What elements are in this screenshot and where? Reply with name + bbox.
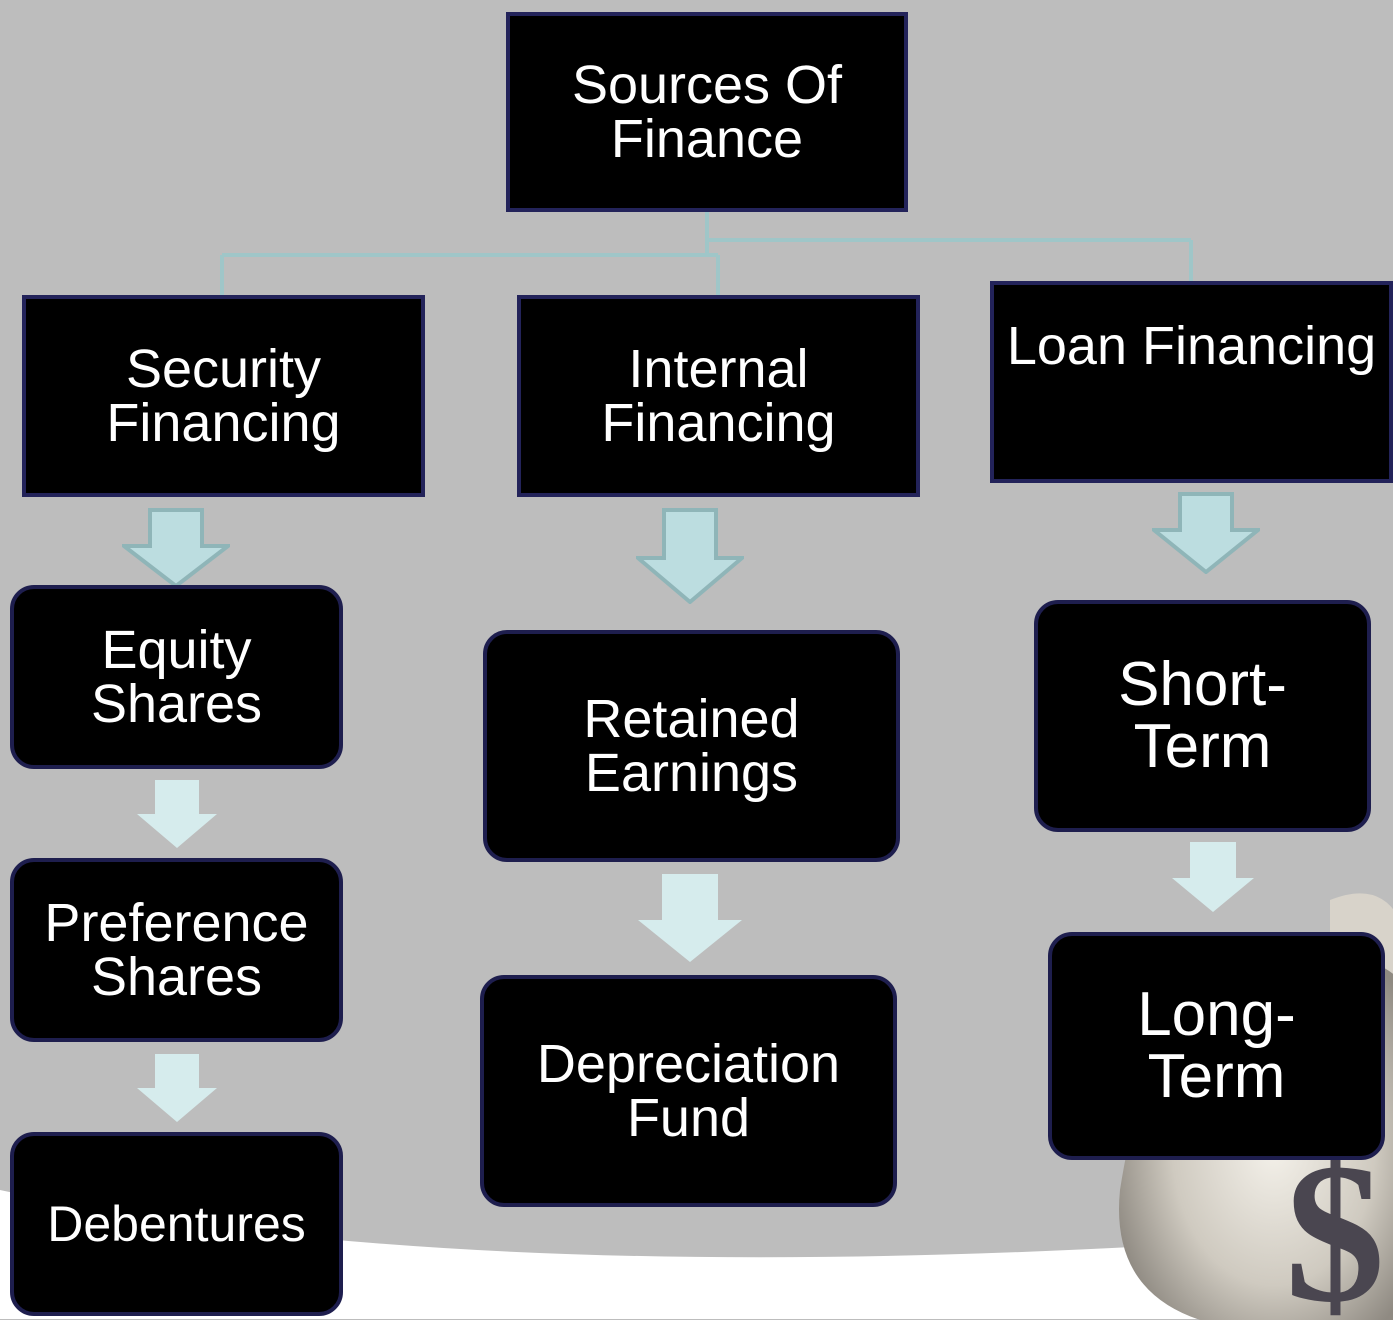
node-label-line2: Fund [626, 1088, 751, 1148]
category-label-line1: Security [125, 339, 322, 399]
category-security-financing: Security Financing [22, 295, 425, 497]
node-label-line2: Term [1133, 712, 1272, 781]
arrow-down-short-to-long [1172, 842, 1254, 912]
node-short-term: Short- Term [1034, 600, 1371, 832]
arrow-down-equity-to-preference [137, 780, 217, 848]
arrow-down-security [122, 508, 230, 588]
node-label-line2: Term [1147, 1042, 1286, 1111]
arrow-down-preference-to-debentures [137, 1054, 217, 1122]
node-label-line1: Retained [583, 689, 800, 749]
node-depreciation-fund: Depreciation Fund [480, 975, 897, 1207]
root-label-line1: Sources Of [571, 55, 843, 115]
node-label-line1: Short- [1118, 650, 1287, 719]
root-label-line2: Finance [610, 109, 804, 169]
node-label-line2: Shares [90, 947, 263, 1007]
arrow-down-retained-to-depreciation [638, 874, 742, 962]
category-label-line1: Loan Financing [1006, 316, 1377, 376]
category-label-line1: Internal [628, 339, 809, 399]
arrow-down-loan [1152, 492, 1260, 574]
category-loan-financing: Loan Financing [990, 281, 1393, 483]
node-label-line1: Long- [1137, 980, 1296, 1049]
node-label-line1: Debentures [47, 1196, 306, 1252]
node-equity-shares: Equity Shares [10, 585, 343, 769]
node-debentures: Debentures [10, 1132, 343, 1316]
arrow-down-internal [636, 508, 744, 604]
root-node-sources-of-finance: Sources Of Finance [506, 12, 908, 212]
node-long-term: Long- Term [1048, 932, 1385, 1160]
node-preference-shares: Preference Shares [10, 858, 343, 1042]
node-retained-earnings: Retained Earnings [483, 630, 900, 862]
node-label-line1: Equity [101, 620, 252, 680]
category-label-line2: Financing [601, 393, 836, 453]
category-label-line2: Financing [106, 393, 341, 453]
node-label-line1: Preference [44, 893, 309, 953]
node-label-line2: Earnings [584, 743, 799, 803]
node-label-line2: Shares [90, 674, 263, 734]
category-internal-financing: Internal Financing [517, 295, 920, 497]
node-label-line1: Depreciation [536, 1034, 841, 1094]
